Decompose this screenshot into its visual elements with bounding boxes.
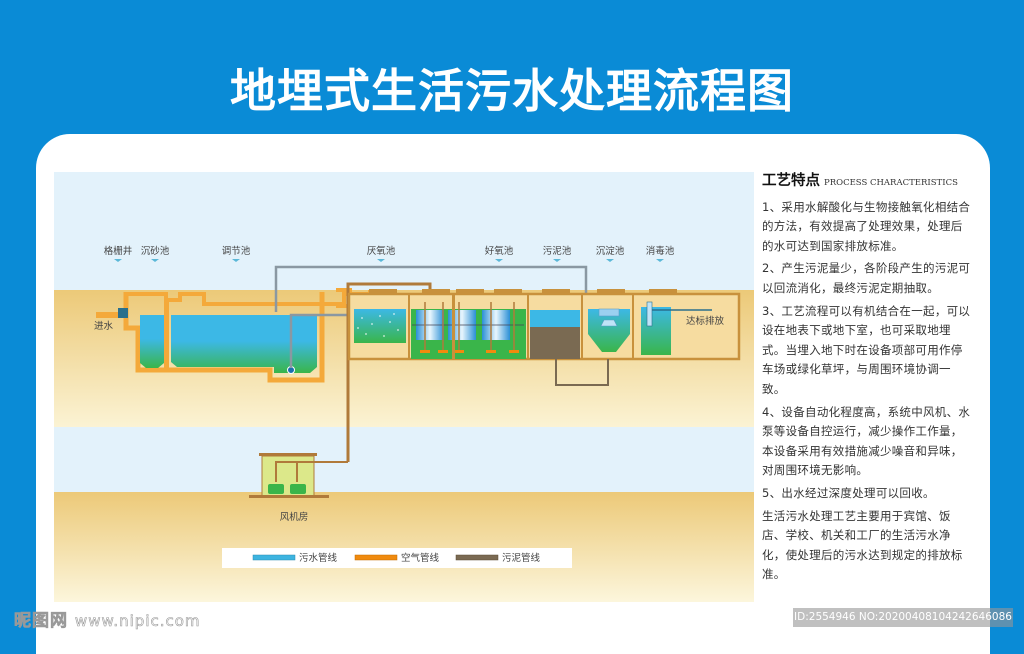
characteristic-item: 4、设备自动化程度高，系统中风机、水泵等设备自控运行，减少操作工作量，本设备采用… [762,404,971,478]
biofilm-media [412,310,524,340]
tank-wall [123,292,325,383]
grit-tank-water [140,315,164,368]
equalization-water [171,315,317,373]
blower-room-label: 风机房 [280,511,309,523]
characteristic-item: 2、产生污泥量少，各阶段产生的污泥可以回流消化，最终污泥定期抽取。 [762,261,971,295]
blower-room: 风机房 [249,453,348,523]
label-sedimentation-tank: 沉淀池 [596,245,625,257]
panel-heading-en: PROCESS CHARACTERISTICS [824,178,958,188]
outlet-label: 达标排放 [686,315,725,327]
inlet-label: 进水 [94,320,114,332]
legend: 污水管线 空气管线 污泥管线 [222,548,572,568]
label-anoxic-tank: 厌氧池 [367,245,396,257]
label-grit-tank: 沉砂池 [141,245,170,257]
marker-icon [232,259,240,262]
page-title: 地埋式生活污水处理流程图 [230,64,794,118]
sewage-pipe [274,265,588,312]
characteristic-item: 3、工艺流程可以有机结合在一起，可以设在地表下或地下室，也可采取地埋式。当埋入地… [762,303,971,396]
blower-icon [268,484,284,494]
legend-label-sludge: 污泥管线 [502,552,541,564]
stage-labels: 格栅井 沉砂池 调节池 厌氧池 好氧池 污泥池 沉淀池 消毒池 [104,245,675,262]
sludge-tank-sludge [530,327,580,359]
lower-soil-band [54,492,754,602]
label-equalization-tank: 调节池 [222,245,251,257]
watermark-logo-text: 昵图网 [14,611,68,632]
label-disinfection-tank: 消毒池 [646,245,675,257]
inlet-pipe [96,312,126,318]
disinfection-tank [641,307,671,355]
sludge-tank-water [530,310,580,327]
marker-icon [656,259,664,262]
basement-band [54,427,754,492]
label-aerobic-tank: 好氧池 [485,245,514,257]
sedimentation-tank [588,309,630,352]
aerator-icons [420,350,519,353]
legend-label-sewage: 污水管线 [299,552,338,564]
process-diagram: 格栅井 沉砂池 调节池 厌氧池 好氧池 污泥池 沉淀池 消毒池 进水 [54,172,754,602]
marker-icon [553,259,561,262]
label-sludge-tank: 污泥池 [543,245,572,257]
panel-heading: 工艺特点 [762,173,820,189]
grid-well-water [118,308,128,318]
characteristic-item: 5、出水经过深度处理可以回收。 [762,485,935,500]
watermark-logo: 昵图网 www.nipic.com [14,606,201,632]
disinfection-dosing-icon [646,301,653,327]
legend-label-air: 空气管线 [401,552,440,564]
marker-icon [495,259,503,262]
anoxic-tank [354,309,406,343]
blower-icon [290,484,306,494]
equipment-body [347,289,741,361]
watermark-url: www.nipic.com [74,612,201,631]
label-grid-well: 格栅井 [104,245,133,257]
marker-icon [606,259,614,262]
grit-separator [164,298,169,368]
process-characteristics-panel: 工艺特点 PROCESS CHARACTERISTICS 1、采用水解酸化与生物… [762,172,972,588]
distributor-icon [598,308,620,317]
anoxic-bubbles [357,313,399,337]
marker-icon [151,259,159,262]
sewage-pipe [289,313,351,368]
legend-swatch-sludge [455,554,499,561]
marker-icon [377,259,385,262]
sludge-pipe [555,359,609,386]
legend-swatch-sewage [252,554,296,561]
characteristic-item: 1、采用水解酸化与生物接触氧化相结合的方法，有效提高了处理效果，处理后的水可达到… [762,199,971,253]
legend-swatch-air [354,554,398,561]
watermark-id: ID:2554946 NO:20200408104242646086 [793,608,1013,627]
sky-band [54,172,754,290]
application-note: 生活污水处理工艺主要用于宾馆、饭店、学校、机关和工厂的生活污水净化，使处理后的污… [762,508,963,582]
tank-grid-grit-equalization [118,288,372,383]
marker-icon [114,259,122,262]
